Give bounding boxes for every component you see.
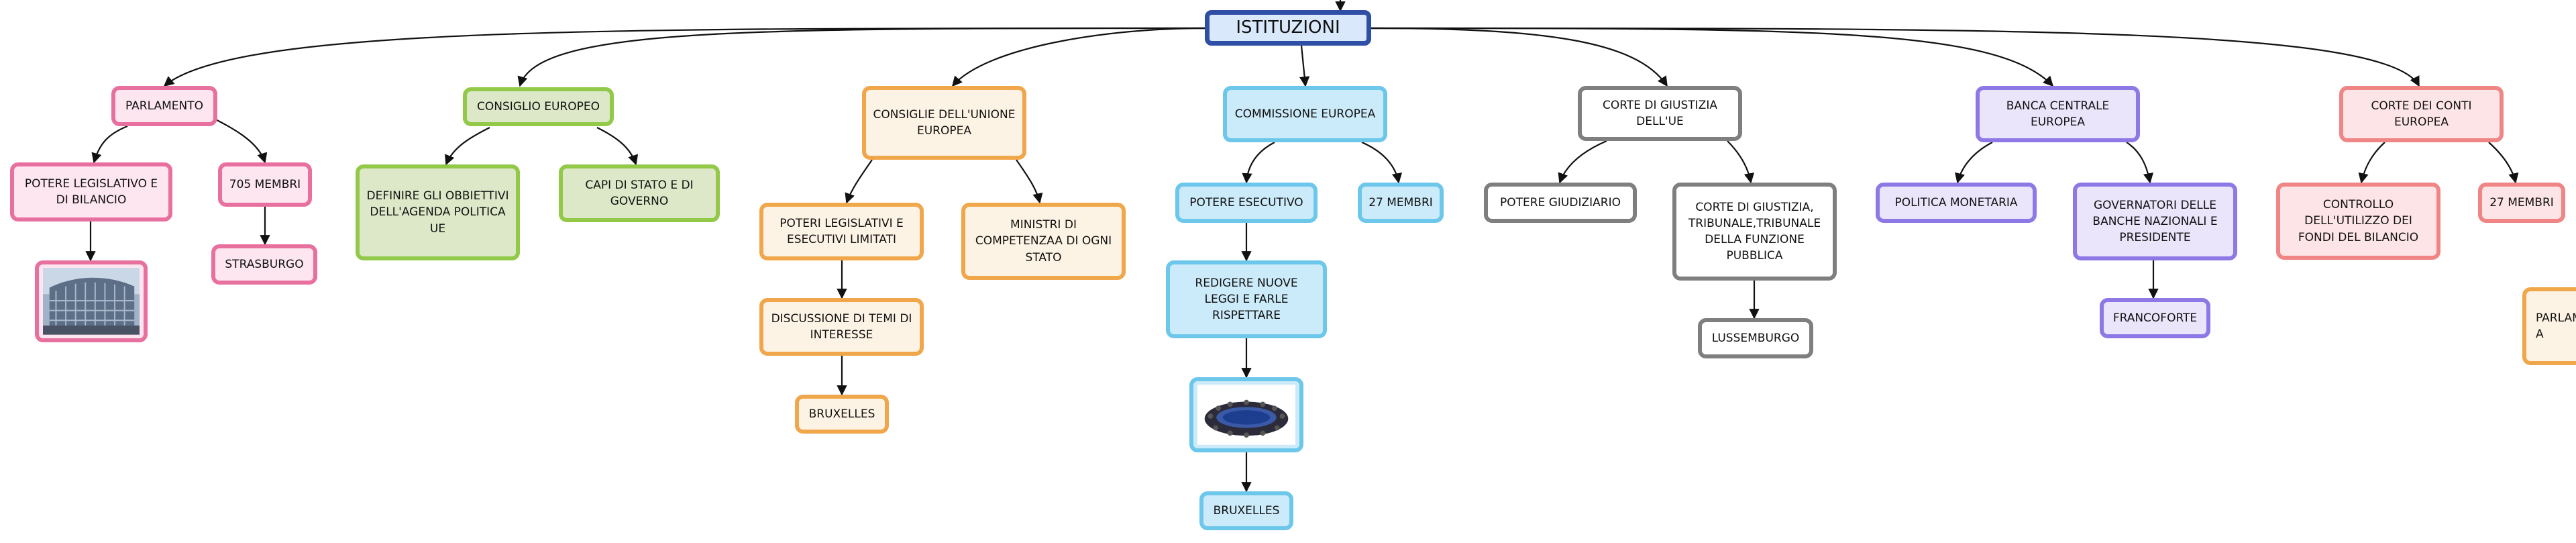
node-controllo-fondi[interactable]: CONTROLLO DELL'UTILIZZO DEI FONDI DEL BI… xyxy=(2276,183,2440,260)
node-corte-tribunale[interactable]: CORTE DI GIUSTIZIA, TRIBUNALE,TRIBUNALE … xyxy=(1672,183,1837,281)
node-label: FRANCOFORTE xyxy=(2112,311,2198,325)
edge-root-commissione xyxy=(1299,45,1310,87)
node-parlamento[interactable]: PARLAMENTO xyxy=(111,86,217,126)
node-label: CAPI DI STATO E DI GOVERNO xyxy=(585,178,694,208)
node-poteri-legislativi[interactable]: POTERI LEGISLATIVI E ESECUTIVI LIMITATI xyxy=(759,203,924,260)
node-parlam-partial[interactable]: PARLAM A xyxy=(2522,287,2576,365)
node-label: CONSIGLIO EUROPEO xyxy=(477,99,600,113)
node-label: POTERI LEGISLATIVI E ESECUTIVI LIMITATI xyxy=(780,216,904,246)
node-label: MINISTRI DI COMPETENZAA DI OGNI STATO xyxy=(975,218,1112,264)
node-potere-legislativo[interactable]: POTERE LEGISLATIVO E DI BILANCIO xyxy=(10,162,172,221)
node-label: DISCUSSIONE DI TEMI DI INTERESSE xyxy=(771,311,912,342)
root-node-istituzioni[interactable]: ISTITUZIONI xyxy=(1205,10,1371,46)
node-governatori[interactable]: GOVERNATORI DELLE BANCHE NAZIONALI E PRE… xyxy=(2073,183,2237,260)
node-lussemburgo[interactable]: LUSSEMBURGO xyxy=(1698,318,1813,358)
node-banca-centrale[interactable]: BANCA CENTRALE EUROPEA xyxy=(1976,86,2140,142)
edge-root-corte-giustizia xyxy=(1368,27,1668,87)
edge-root-consiglio-ue xyxy=(951,27,1205,87)
node-capi-di-stato[interactable]: CAPI DI STATO E DI GOVERNO xyxy=(559,164,720,222)
node-corte-giustizia[interactable]: CORTE DI GIUSTIZIA DELL'UE xyxy=(1578,86,1742,141)
node-label: POTERE LEGISLATIVO E DI BILANCIO xyxy=(24,177,158,207)
node-label: GOVERNATORI DELLE BANCHE NAZIONALI E PRE… xyxy=(2092,198,2218,245)
node-label: CORTE DI GIUSTIZIA DELL'UE xyxy=(1603,98,1717,128)
node-label: COMMISSIONE EUROPEA xyxy=(1234,107,1376,121)
node-potere-esecutivo[interactable]: POTERE ESECUTIVO xyxy=(1175,183,1318,223)
node-label: PARLAM A xyxy=(2536,311,2576,341)
commission-meeting-table-photo xyxy=(1197,385,1295,445)
node-strasburgo[interactable]: STRASBURGO xyxy=(211,244,317,285)
node-consiglio-europeo[interactable]: CONSIGLIO EUROPEO xyxy=(463,87,614,126)
node-potere-giudiziario[interactable]: POTERE GIUDIZIARIO xyxy=(1484,183,1637,223)
node-label: BRUXELLES xyxy=(1213,503,1280,517)
node-label: CONSIGLIE DELL'UNIONE EUROPEA xyxy=(873,107,1016,138)
node-label: POLITICA MONETARIA xyxy=(1894,195,2018,209)
node-label: 705 MEMBRI xyxy=(229,177,301,191)
node-bruxelles-commissione[interactable]: BRUXELLES xyxy=(1199,491,1293,530)
node-label: REDIGERE NUOVE LEGGI E FARLE RISPETTARE xyxy=(1195,276,1298,323)
node-label: CONTROLLO DELL'UTILIZZO DEI FONDI DEL BI… xyxy=(2298,198,2419,244)
node-label: LUSSEMBURGO xyxy=(1711,331,1800,345)
node-bruxelles-consiglio[interactable]: BRUXELLES xyxy=(795,395,889,434)
node-label: POTERE ESECUTIVO xyxy=(1189,195,1303,209)
node-label: PARLAMENTO xyxy=(125,99,203,113)
node-27-membri-conti[interactable]: 27 MEMBRI xyxy=(2478,183,2565,223)
edge-root-corte-conti xyxy=(1368,27,2420,87)
node-parlamento-image xyxy=(35,260,148,342)
node-label: STRASBURGO xyxy=(225,257,304,271)
node-label: DEFINIRE GLI OBBIETTIVI DELL'AGENDA POLI… xyxy=(366,189,509,236)
node-label: 27 MEMBRI xyxy=(1368,195,1433,209)
node-francoforte[interactable]: FRANCOFORTE xyxy=(2100,298,2210,338)
node-27-membri-commissione[interactable]: 27 MEMBRI xyxy=(1358,183,1444,223)
node-definire-obbiettivi[interactable]: DEFINIRE GLI OBBIETTIVI DELL'AGENDA POLI… xyxy=(356,164,520,260)
edge-root-bce xyxy=(1368,27,2054,87)
node-label: BRUXELLES xyxy=(808,407,875,421)
node-commissione-image xyxy=(1189,377,1303,452)
parliament-building-photo xyxy=(43,268,140,335)
node-politica-monetaria[interactable]: POLITICA MONETARIA xyxy=(1876,183,2037,223)
node-ministri[interactable]: MINISTRI DI COMPETENZAA DI OGNI STATO xyxy=(961,203,1126,280)
node-commissione-europea[interactable]: COMMISSIONE EUROPEA xyxy=(1223,86,1387,142)
node-redigere-leggi[interactable]: REDIGERE NUOVE LEGGI E FARLE RISPETTARE xyxy=(1166,260,1327,338)
node-corte-dei-conti[interactable]: CORTE DEI CONTI EUROPEA xyxy=(2339,86,2504,142)
node-label: CORTE DI GIUSTIZIA, TRIBUNALE,TRIBUNALE … xyxy=(1688,200,1821,263)
node-label: CORTE DEI CONTI EUROPEA xyxy=(2371,99,2472,129)
edge-root-parlamento xyxy=(163,27,1205,87)
node-label: POTERE GIUDIZIARIO xyxy=(1500,195,1621,209)
node-label: BANCA CENTRALE EUROPEA xyxy=(2006,99,2110,129)
node-705-membri[interactable]: 705 MEMBRI xyxy=(218,162,312,207)
root-label: ISTITUZIONI xyxy=(1236,17,1340,38)
edge-root-consiglio-europeo xyxy=(517,27,1205,87)
node-consiglio-ue[interactable]: CONSIGLIE DELL'UNIONE EUROPEA xyxy=(862,86,1026,160)
node-discussione[interactable]: DISCUSSIONE DI TEMI DI INTERESSE xyxy=(759,298,924,356)
node-label: 27 MEMBRI xyxy=(2489,195,2554,209)
